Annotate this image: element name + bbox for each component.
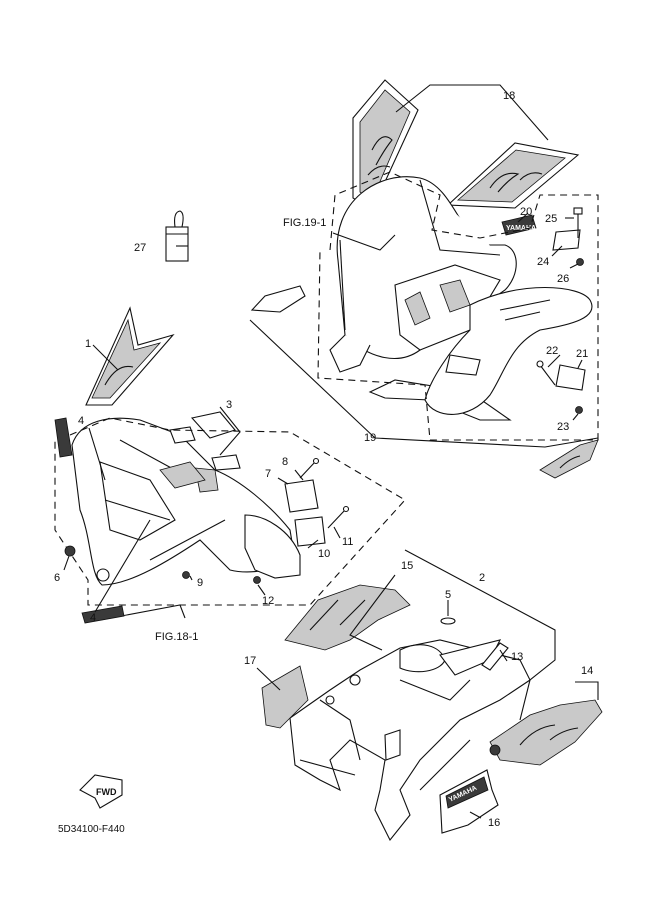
fastener-8 [299, 457, 320, 479]
ref-fig-18-1: FIG.18-1 [155, 631, 198, 643]
fwd-label: FWD [96, 787, 117, 797]
callout-10: 10 [318, 548, 330, 560]
callout-26: 26 [557, 273, 569, 285]
fwd-arrow-icon: FWD [79, 774, 123, 809]
decal-1 [85, 306, 175, 406]
callout-14: 14 [581, 665, 593, 677]
leader-2 [404, 549, 556, 721]
part-10-plate [294, 516, 326, 547]
callout-27: 27 [134, 242, 146, 254]
part-21-plate [555, 364, 586, 391]
callout-17: 17 [244, 655, 256, 667]
part-13 [481, 642, 509, 671]
decal-rear-flame [539, 439, 599, 479]
decal-16: YAMAHA [439, 769, 499, 834]
decal-15 [284, 584, 411, 651]
fastener-6 [64, 545, 76, 557]
callout-18: 18 [503, 90, 515, 102]
decal-20: YAMAHA [501, 214, 537, 236]
callout-24: 24 [537, 256, 549, 268]
callout-4-top: 4 [78, 415, 84, 427]
fig19-leader [249, 319, 599, 448]
fig18-dashed-box [54, 417, 406, 606]
callout-4-bottom: 4 [90, 612, 96, 624]
decal-18-left [352, 79, 419, 211]
callout-20: 20 [520, 206, 532, 218]
callout-25: 25 [545, 213, 557, 225]
front-fender [71, 417, 301, 586]
callout-leaders [63, 212, 583, 819]
callout-3: 3 [226, 399, 232, 411]
side-cover-assembly [289, 639, 531, 842]
fig19-dashed-box [317, 171, 599, 441]
decal-4-bottom [81, 605, 125, 624]
part-5 [440, 617, 456, 625]
part-24-plate [552, 229, 581, 251]
leader-14 [575, 681, 599, 700]
leader-18 [395, 84, 549, 141]
fastener-22 [536, 360, 556, 386]
ref-fig-19-1: FIG.19-1 [283, 217, 326, 229]
callout-2: 2 [479, 572, 485, 584]
callout-5: 5 [445, 589, 451, 601]
callout-6: 6 [54, 572, 60, 584]
part-27-tag [165, 210, 189, 262]
callout-15: 15 [401, 560, 413, 572]
fastener-11 [327, 505, 350, 529]
fig18-leader [99, 604, 186, 621]
callout-13: 13 [511, 651, 523, 663]
seat-assembly [329, 176, 593, 421]
fastener-25 [573, 207, 583, 238]
fastener-9 [182, 571, 190, 579]
fastener-23 [575, 406, 583, 414]
callout-22: 22 [546, 345, 558, 357]
callout-11: 11 [342, 536, 353, 548]
callout-21: 21 [576, 348, 588, 360]
callout-1: 1 [85, 338, 91, 350]
fastener-26 [576, 258, 584, 266]
decal-20-text: YAMAHA [506, 225, 536, 232]
decal-4-top [54, 417, 73, 458]
callout-23: 23 [557, 421, 569, 433]
callout-19: 19 [364, 432, 376, 444]
drawing-code: 5D34100-F440 [58, 824, 125, 835]
callout-9: 9 [197, 577, 203, 589]
part-7-plate [284, 479, 319, 513]
callout-7: 7 [265, 468, 271, 480]
callout-16: 16 [488, 817, 500, 829]
decal-17 [261, 665, 309, 729]
seat-tab [250, 285, 306, 313]
fastener-12 [253, 576, 261, 584]
callout-12: 12 [262, 595, 274, 607]
decal-18-right [446, 142, 580, 209]
callout-8: 8 [282, 456, 288, 468]
part-3-pads [169, 411, 241, 471]
decal-14 [489, 699, 603, 766]
